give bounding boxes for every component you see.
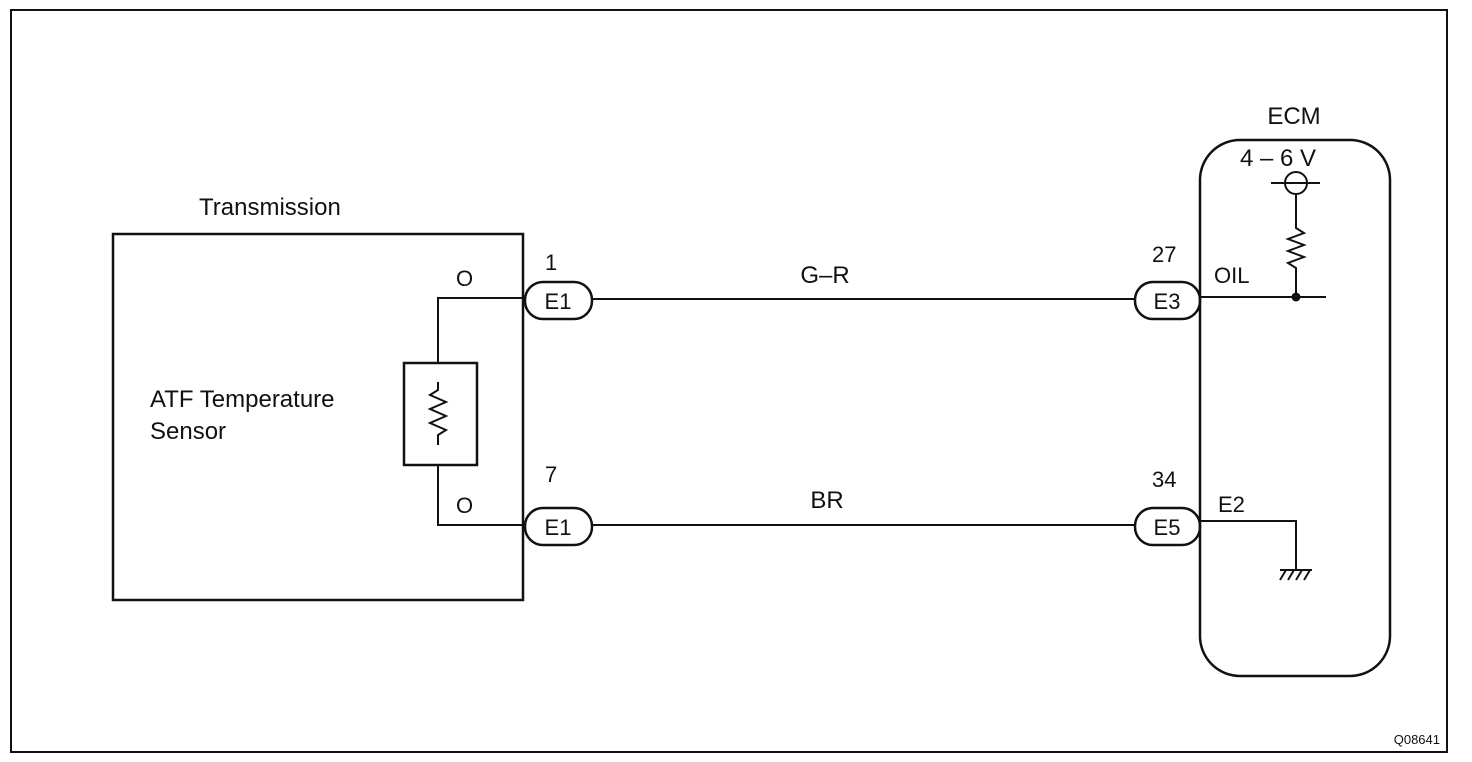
pin-mark-top: O: [456, 266, 473, 291]
connector-e5-label: E5: [1154, 515, 1181, 540]
ecm-title: ECM: [1267, 103, 1320, 130]
e2-terminal-label: E2: [1218, 492, 1245, 517]
sensor-label-line2: Sensor: [150, 418, 226, 445]
pin-number-27: 27: [1152, 242, 1176, 267]
connector-e3-label: E3: [1154, 289, 1181, 314]
sensor-housing: [402, 361, 479, 467]
ecm-box: [1198, 138, 1392, 678]
internal-wire-bottom: [437, 465, 524, 526]
pin-number-7: 7: [545, 462, 557, 487]
voltage-label: 4 – 6 V: [1240, 145, 1316, 172]
pullup-resistor-icon: [1285, 222, 1307, 274]
connector-e5: [1133, 506, 1202, 547]
wire-br-label: BR: [810, 487, 843, 514]
connector-e1-top-label: E1: [545, 289, 572, 314]
figure-code: Q08641: [1394, 732, 1440, 747]
sensor-label-line1: ATF Temperature: [150, 386, 335, 413]
internal-wire-top: [437, 297, 524, 363]
transmission-box: [111, 232, 525, 602]
sensor-resistor-symbol: [427, 382, 449, 445]
connector-e1-bottom-label: E1: [545, 515, 572, 540]
oil-terminal-label: OIL: [1214, 263, 1249, 288]
pin-number-34: 34: [1152, 467, 1176, 492]
pin-mark-bottom: O: [456, 493, 473, 518]
wire-g-r-label: G–R: [800, 262, 849, 289]
connector-e1-top: [523, 280, 594, 321]
ground-icon: [1279, 569, 1311, 581]
pin-number-1: 1: [545, 250, 557, 275]
diagram-frame: [10, 9, 1448, 753]
transmission-title: Transmission: [199, 194, 341, 221]
connector-e3: [1133, 280, 1202, 321]
connector-e1-bottom: [523, 506, 594, 547]
e2-ground-wire: [1200, 520, 1297, 570]
